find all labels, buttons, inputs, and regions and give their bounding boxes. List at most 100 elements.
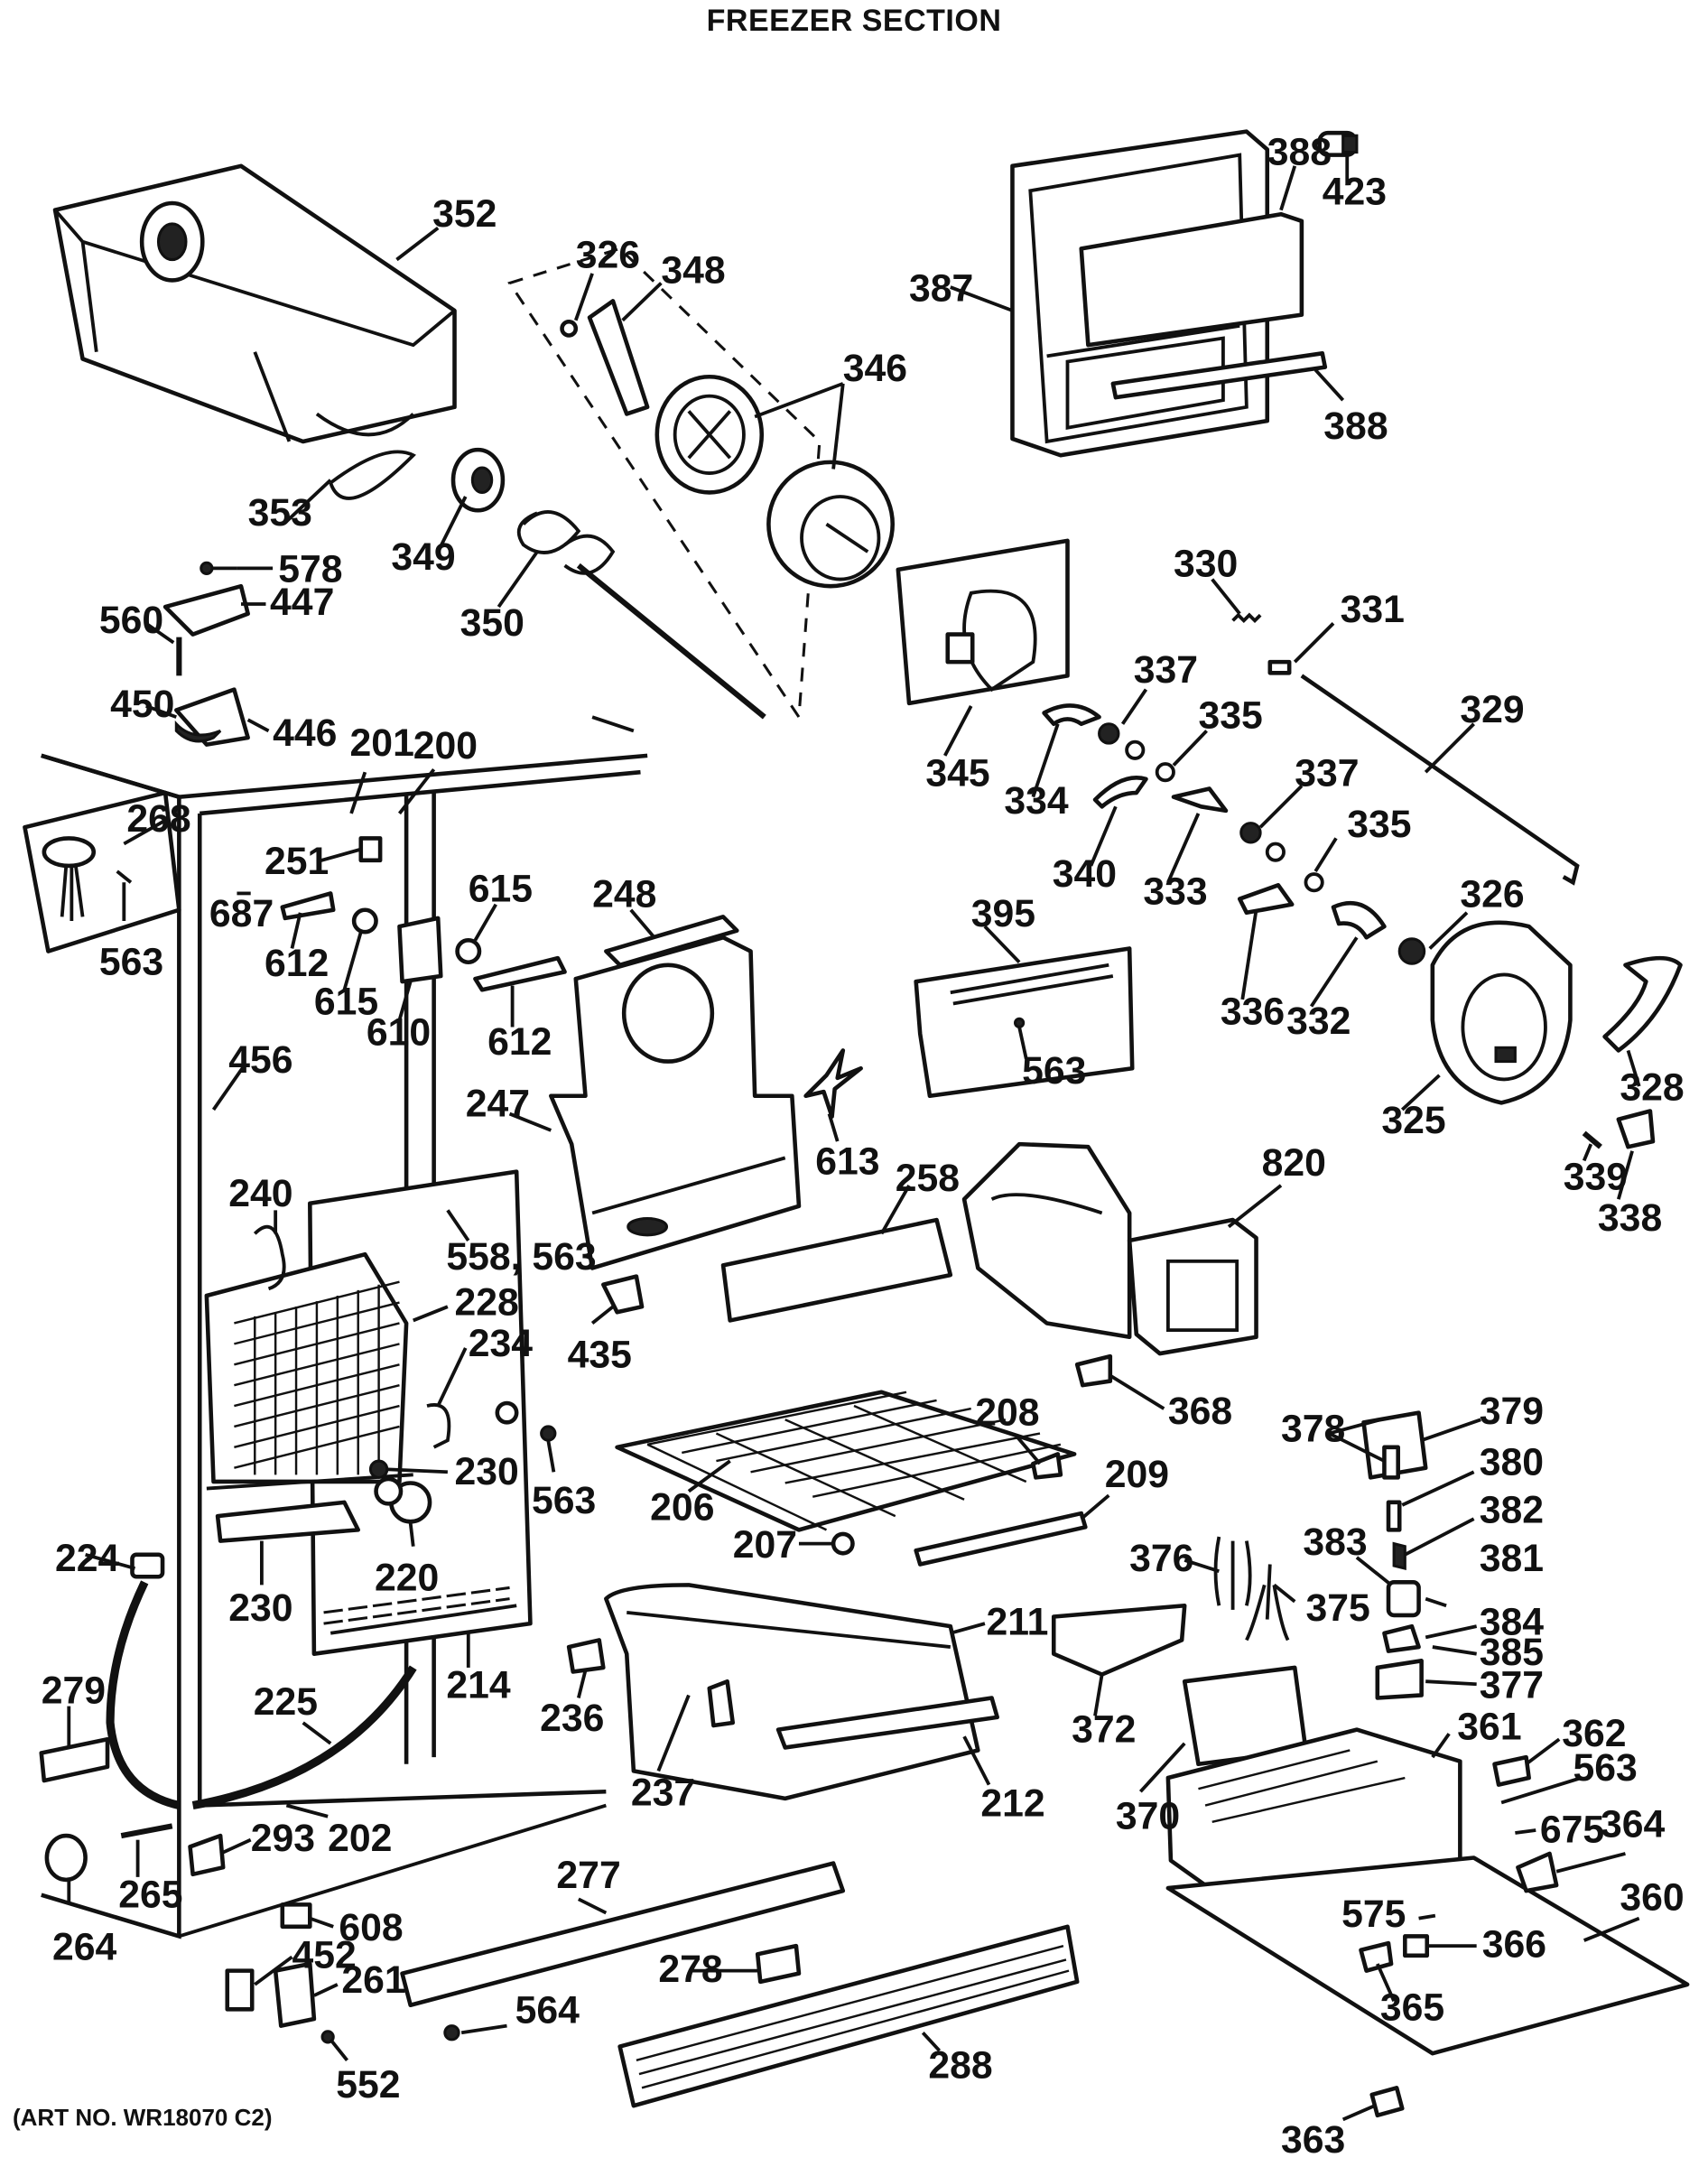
motor-housing-325 — [1430, 920, 1573, 1105]
label-575: 575 — [1341, 1893, 1406, 1936]
label-348: 348 — [661, 249, 725, 293]
label-211: 211 — [986, 1600, 1048, 1643]
label-382: 382 — [1480, 1489, 1544, 1532]
label-560: 560 — [99, 599, 163, 642]
evaporator-228 — [204, 1251, 413, 1491]
knob-615a — [351, 907, 378, 935]
shield-372 — [1051, 1603, 1187, 1677]
label-212: 212 — [980, 1782, 1044, 1826]
label-563a: 563 — [99, 940, 163, 983]
fan-blade-613 — [803, 1048, 863, 1119]
label-258: 258 — [896, 1157, 960, 1200]
spring-330 — [1231, 612, 1262, 624]
clip-365 — [1359, 1940, 1394, 1973]
label-452: 452 — [292, 1934, 356, 1977]
clip-435 — [601, 1274, 645, 1315]
dispenser-frame-387 — [1010, 129, 1328, 458]
label-326: 326 — [576, 234, 640, 277]
label-207: 207 — [733, 1523, 797, 1567]
label-337a: 337 — [1134, 648, 1198, 692]
art-number: (ART NO. WR18070 C2) — [13, 2104, 273, 2131]
bushing-326 — [1397, 937, 1426, 965]
label-338: 338 — [1598, 1196, 1662, 1240]
lamp-423 — [1317, 130, 1359, 157]
label-377: 377 — [1480, 1664, 1544, 1707]
label-378: 378 — [1281, 1408, 1345, 1451]
lamp-socket-inset-268 — [23, 790, 181, 953]
label-248: 248 — [592, 873, 656, 916]
bracket-368 — [1074, 1353, 1113, 1388]
clip-331 — [1267, 659, 1292, 675]
label-564: 564 — [515, 1989, 580, 2032]
harness-376 — [1213, 1536, 1252, 1610]
switch-384 — [1382, 1623, 1421, 1653]
knob-207 — [831, 1531, 855, 1556]
label-329: 329 — [1460, 688, 1524, 731]
auger-outline — [507, 246, 822, 721]
trim-209 — [914, 1511, 1088, 1567]
label-339: 339 — [1564, 1155, 1628, 1198]
label-447: 447 — [270, 581, 334, 624]
cam-334 — [1042, 703, 1101, 727]
label-423: 423 — [1323, 171, 1387, 214]
washer-335b — [1304, 872, 1324, 893]
label-251: 251 — [265, 840, 329, 883]
plug-364 — [1516, 1851, 1559, 1893]
screw-563c — [540, 1425, 557, 1442]
cam-333 — [1171, 786, 1229, 814]
axle-265 — [120, 1823, 173, 1839]
tubing-224 — [106, 1552, 181, 1809]
label-388a: 388 — [1267, 130, 1332, 173]
bracket-377 — [1375, 1659, 1424, 1700]
label-368: 368 — [1168, 1390, 1232, 1433]
label-381: 381 — [1480, 1537, 1544, 1580]
label-277: 277 — [556, 1854, 620, 1897]
label-264: 264 — [52, 1925, 117, 1968]
label-224: 224 — [55, 1537, 120, 1580]
defrost-heater-230 — [215, 1500, 360, 1543]
plunger-378 — [1382, 1445, 1400, 1480]
bracket-446 — [174, 687, 250, 747]
label-615a: 615 — [314, 981, 378, 1024]
label-687: 687 — [209, 892, 274, 935]
label-334: 334 — [1004, 779, 1069, 823]
label-610: 610 — [367, 1010, 431, 1054]
diagram-title: FREEZER SECTION — [706, 4, 1002, 38]
bracket-447 — [162, 583, 250, 637]
label-230b: 230 — [228, 1586, 292, 1630]
label-336: 336 — [1221, 990, 1285, 1033]
label-349: 349 — [391, 535, 455, 579]
label-325: 325 — [1381, 1099, 1445, 1142]
label-456: 456 — [228, 1038, 292, 1082]
heater-240 — [253, 1224, 286, 1291]
label-345: 345 — [925, 751, 989, 795]
strap-612b — [473, 955, 567, 992]
pin-381 — [1425, 1596, 1447, 1608]
label-820: 820 — [1262, 1141, 1326, 1185]
label-372: 372 — [1072, 1707, 1136, 1751]
label-268: 268 — [126, 797, 190, 841]
label-234: 234 — [469, 1322, 534, 1365]
strap-612a — [280, 891, 336, 921]
label-385: 385 — [1480, 1631, 1544, 1674]
label-236: 236 — [540, 1697, 604, 1740]
label-337b: 337 — [1295, 751, 1359, 795]
bracket-338 — [1616, 1109, 1656, 1149]
label-214: 214 — [446, 1664, 511, 1707]
cover-395 — [914, 946, 1135, 1099]
leader-lines — [67, 154, 1641, 2122]
cam-336 — [1237, 882, 1295, 916]
grille-288 — [617, 1924, 1080, 2108]
spring-337a — [1098, 722, 1120, 745]
label-328: 328 — [1620, 1065, 1684, 1109]
drain-225 — [191, 1665, 417, 1810]
roller-264 — [44, 1833, 88, 1883]
label-220: 220 — [375, 1556, 439, 1599]
clip-208 — [1031, 1452, 1063, 1480]
label-395: 395 — [971, 892, 1035, 935]
label-435: 435 — [568, 1333, 632, 1376]
blade-348 — [587, 299, 650, 416]
label-201: 201 — [350, 721, 414, 765]
label-612b: 612 — [487, 1020, 552, 1064]
label-200: 200 — [413, 724, 478, 767]
